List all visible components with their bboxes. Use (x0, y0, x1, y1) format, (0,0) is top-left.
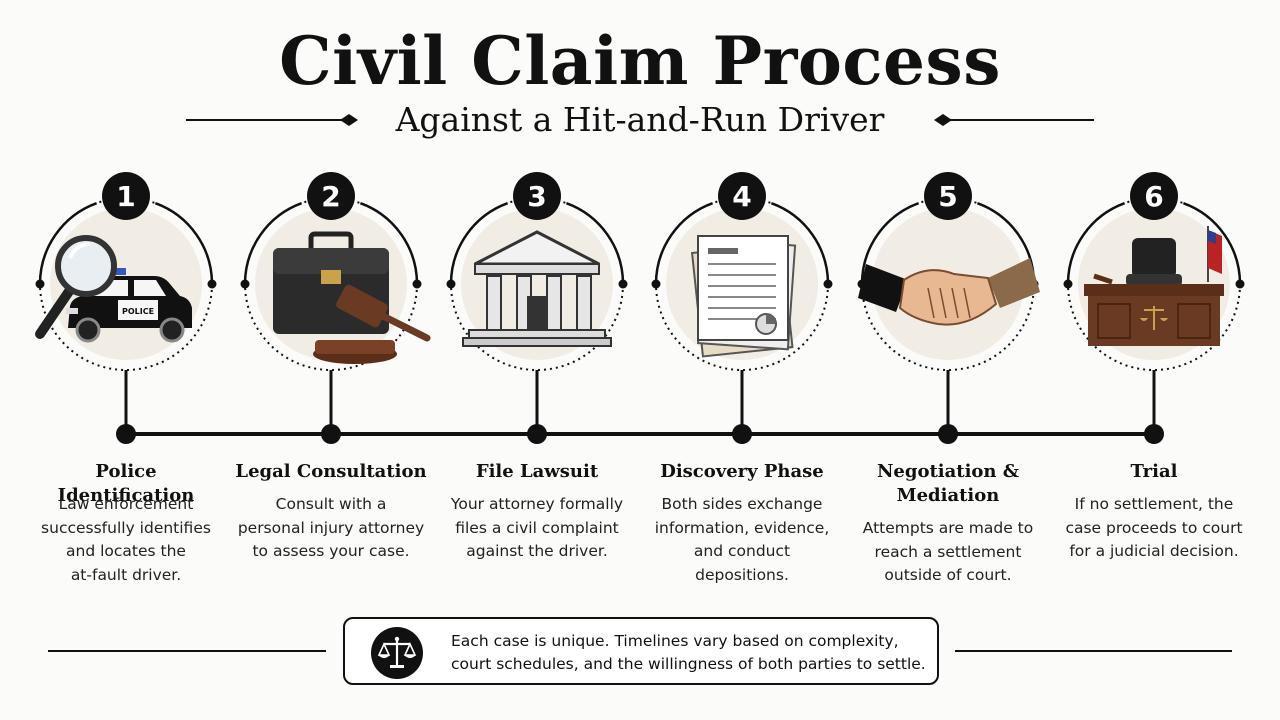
judge-bench-icon (1084, 226, 1224, 346)
step-ring-arc (243, 202, 303, 285)
step-description-line: to assess your case. (252, 542, 410, 560)
step-2: 2 (240, 172, 431, 444)
subtitle-rule-left (186, 119, 346, 121)
timeline-node (116, 424, 136, 444)
step-ring-arc (154, 202, 214, 285)
step-description-line: case proceeds to court (1065, 518, 1243, 537)
timeline-node (732, 424, 752, 444)
note-rule-right (955, 650, 1232, 652)
step-description-line: successfully identifies (41, 518, 211, 537)
step-title: Legal Consultation (235, 461, 427, 482)
step-number-badge (307, 172, 355, 220)
step-number-badge (102, 172, 150, 220)
step-title: Discovery Phase (660, 461, 824, 482)
step-description-line: information, evidence, (654, 518, 830, 537)
page-subtitle: Against a Hit-and-Run Driver (395, 100, 885, 139)
step-number: 4 (732, 180, 751, 213)
ring-dot (207, 279, 217, 289)
step-description-line: against the driver. (466, 542, 608, 560)
timeline-node (1144, 424, 1164, 444)
note-box: Each case is unique. Timelines vary base… (343, 617, 939, 685)
ring-dot (618, 279, 628, 289)
step-ring-arc (1066, 202, 1126, 285)
step-title: Police Identification (57, 461, 195, 506)
step-description: Law enforcement successfully identifies an… (26, 493, 226, 587)
timeline-node (321, 424, 341, 444)
process-timeline: POLICE 1 2 3 4 5 6 (35, 172, 1245, 444)
note-rule-left (48, 650, 326, 652)
step-description-line: and locates the (66, 542, 186, 560)
step-description-line: Both sides exchange (661, 495, 823, 513)
step-ring-arc (449, 202, 509, 285)
step-number-badge (924, 172, 972, 220)
step-description: If no settlement, the case proceeds to co… (1054, 493, 1254, 564)
step-1: POLICE 1 (35, 172, 217, 444)
step-description-line: outside of court. (884, 566, 1012, 584)
step-ring-arc (770, 202, 830, 285)
step-description: Your attorney formally files a civil comp… (437, 493, 637, 564)
svg-text:POLICE: POLICE (122, 307, 154, 316)
note-text: Each case is unique. Timelines vary base… (451, 630, 931, 675)
ring-dot (651, 279, 661, 289)
police-car-magnifier-icon: POLICE (35, 235, 192, 343)
subtitle-rule-right (948, 119, 1094, 121)
note-line: Each case is unique. Timelines vary base… (451, 632, 899, 650)
step-ring-arc (565, 202, 625, 285)
note-line: court schedules, and the willingness of … (451, 654, 926, 673)
diamond-ornament-right (934, 114, 952, 126)
ring-dot (1063, 279, 1073, 289)
handshake-icon (858, 258, 1040, 326)
page-title: Civil Claim Process (279, 22, 1001, 100)
step-description-line: and conduct (693, 542, 791, 560)
step-number: 1 (116, 180, 135, 213)
diamond-ornament-left (340, 114, 358, 126)
step-description-line: Consult with a (275, 495, 387, 513)
step-title: Trial (1130, 461, 1178, 482)
step-number-badge (718, 172, 766, 220)
step-3: 3 (446, 172, 628, 444)
step-description-line: If no settlement, the (1074, 495, 1234, 513)
step-description-line: Law enforcement (58, 495, 194, 513)
step-description-line: depositions. (695, 565, 789, 584)
step-description-line: Your attorney formally (450, 495, 624, 513)
step-title: Negotiation & Mediation (876, 461, 1020, 506)
step-5: 5 (857, 172, 1040, 444)
step-title: File Lawsuit (475, 461, 599, 482)
step-ring-arc (38, 202, 98, 285)
step-ring-arc (359, 202, 419, 285)
ring-dot (1235, 279, 1245, 289)
step-number: 5 (938, 180, 957, 213)
step-description: Consult with a personal injury attorney to… (231, 493, 431, 564)
step-description-line: personal injury attorney (237, 518, 425, 537)
step-description-line: reach a settlement (874, 542, 1022, 561)
ring-dot (823, 279, 833, 289)
step-description: Both sides exchange information, evidence… (642, 493, 842, 587)
step-ring-arc (654, 202, 714, 285)
timeline-node (938, 424, 958, 444)
ring-dot (35, 279, 45, 289)
step-description: Attempts are made to reach a settlement ou… (848, 517, 1048, 588)
step-number: 6 (1144, 180, 1163, 213)
step-ring-arc (1182, 202, 1242, 285)
ring-dot (240, 279, 250, 289)
ring-dot (412, 279, 422, 289)
step-6: 6 (1063, 172, 1245, 444)
step-number: 2 (321, 180, 340, 213)
step-number: 3 (527, 180, 546, 213)
documents-icon (690, 235, 797, 358)
scales-of-justice-icon (371, 627, 423, 679)
ring-dot (446, 279, 456, 289)
step-description-line: files a civil complaint (455, 518, 619, 537)
step-number-badge (1130, 172, 1178, 220)
timeline-node (527, 424, 547, 444)
courthouse-icon (462, 230, 612, 347)
step-4: 4 (651, 172, 833, 444)
step-description-line: at-fault driver. (70, 565, 182, 584)
step-ring-arc (860, 202, 920, 285)
step-description-line: Attempts are made to (862, 519, 1034, 537)
briefcase-gavel-icon (273, 231, 431, 364)
step-number-badge (513, 172, 561, 220)
step-description-line: for a judicial decision. (1069, 542, 1239, 560)
